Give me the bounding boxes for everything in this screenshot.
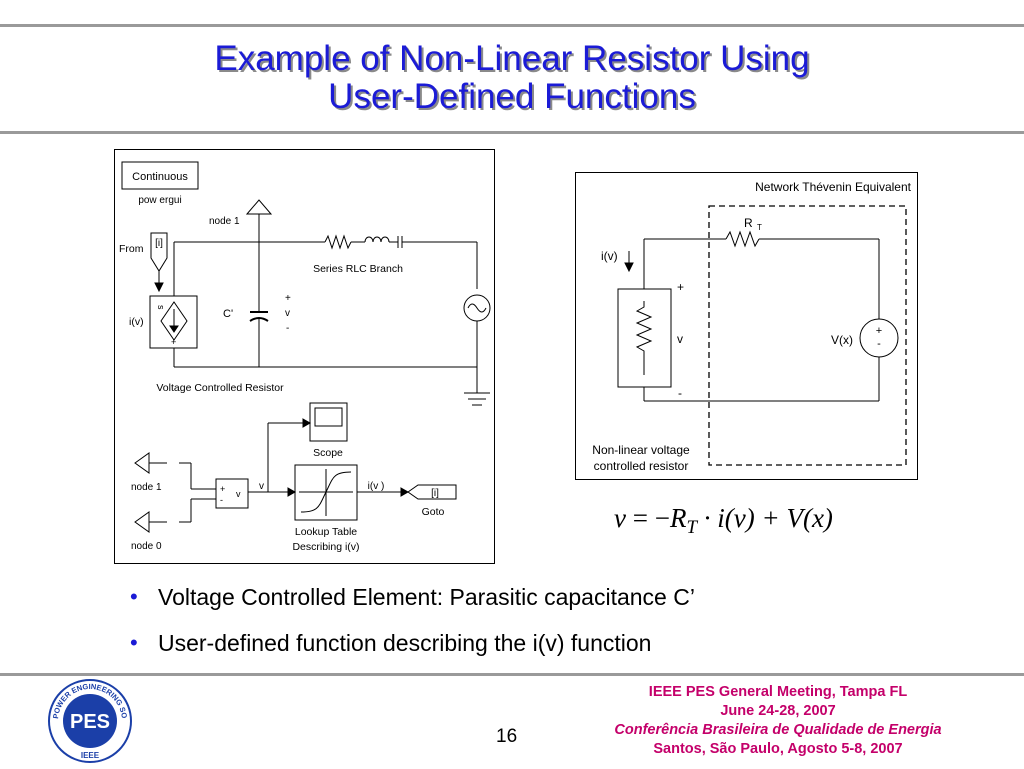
voltage-measurement-block[interactable] [215, 478, 249, 509]
src-plus: + [876, 325, 882, 337]
node0-port-bottom[interactable] [134, 511, 150, 533]
ac-source-wave [467, 303, 487, 313]
rlc-inductor-symbol [364, 236, 390, 243]
v-minus: - [678, 386, 682, 400]
lut-label-2: Describing i(v) [292, 541, 359, 553]
node1-port-top[interactable] [245, 199, 273, 215]
nl-label-1: Non-linear voltage [592, 443, 690, 457]
rt-subscript: T [757, 223, 762, 232]
title-line-2: User-Defined Functions [328, 77, 696, 116]
thevenin-title: Network Thévenin Equivalent [755, 180, 912, 194]
signal-v-label: v [259, 481, 264, 492]
signal-iv-label: i(v ) [368, 481, 385, 492]
bullet-item: • User-defined function describing the i(… [130, 628, 695, 674]
title-line-1: Example of Non-Linear Resistor Using [214, 39, 810, 78]
simulink-model-panel: Continuous pow ergui node 1 [i] From Ser… [114, 149, 495, 564]
thevenin-diagram: Network Thévenin Equivalent R T i(v) + v… [592, 180, 912, 473]
v-label: v [677, 332, 683, 346]
vx-label: V(x) [831, 333, 853, 347]
thevenin-equation: v = −RT · i(v) + V(x) [614, 503, 833, 539]
eq-rest: · i(v) + V(x) [697, 503, 833, 533]
page-number: 16 [496, 726, 518, 747]
bullet-dot: • [130, 584, 138, 609]
from-label: From [119, 243, 144, 255]
rt-resistor-symbol [725, 230, 760, 248]
scope-block[interactable] [309, 402, 348, 442]
bullet-text: Voltage Controlled Element: Parasitic ca… [158, 584, 695, 610]
from-block[interactable] [150, 232, 168, 272]
footer-line-4: Santos, São Paulo, Agosto 5-8, 2007 [653, 741, 903, 757]
pes-logo-graphic: POWER ENGINEERING SOCIETY PES IEEE [41, 671, 132, 763]
svg-text:+: + [171, 337, 176, 347]
logo-bottom-text: IEEE [81, 751, 100, 760]
lut-label-1: Lookup Table [295, 526, 357, 538]
vcr-iv-label: i(v) [129, 316, 144, 328]
top-rule [0, 24, 1024, 27]
powergui-block-text: Continuous [132, 171, 188, 183]
cap-v-label: v [285, 308, 290, 319]
thevenin-dashed-box [708, 205, 907, 466]
eq-r-sub: T [686, 517, 698, 538]
node1-top-label: node 1 [209, 216, 240, 227]
title-rule [0, 131, 1024, 134]
powergui-label: pow ergui [138, 195, 181, 206]
from-block-tag: [i] [155, 238, 163, 249]
rlc-label: Series RLC Branch [313, 263, 403, 275]
nonlinear-resistor-symbol [635, 301, 653, 375]
node1-bottom-label: node 1 [131, 482, 162, 493]
capacitor-plate-bottom [249, 317, 269, 322]
logo-center-text: PES [70, 711, 110, 733]
rt-label: R [744, 216, 753, 230]
footer-line-2: June 24-28, 2007 [720, 703, 836, 719]
footer-conference-info: IEEE PES General Meeting, Tampa FL June … [560, 683, 996, 759]
iv-label: i(v) [601, 249, 618, 263]
nl-label-2: controlled resistor [594, 459, 689, 473]
bullet-item: • Voltage Controlled Element: Parasitic c… [130, 582, 695, 628]
lookup-curve [300, 471, 352, 513]
goto-block[interactable] [407, 484, 457, 500]
eq-r: R [669, 503, 687, 533]
vcr-label: Voltage Controlled Resistor [156, 382, 284, 394]
simulink-diagram: Continuous pow ergui node 1 [i] From Ser… [119, 161, 491, 553]
thevenin-panel: Network Thévenin Equivalent R T i(v) + v… [575, 172, 918, 480]
from-arrowhead [154, 282, 164, 293]
goto-label: Goto [422, 506, 445, 518]
eq-lhs: v [614, 503, 626, 533]
scope-label: Scope [313, 447, 343, 459]
vm-v: v [236, 489, 241, 499]
footer-rule [0, 673, 1024, 676]
pes-logo: POWER ENGINEERING SOCIETY PES IEEE [41, 671, 136, 769]
eq-sign: = − [625, 503, 670, 533]
bullet-text: User-defined function describing the i(v… [158, 630, 652, 656]
goto-tag: [i] [431, 488, 439, 499]
node1-port-bottom[interactable] [134, 452, 150, 474]
vm-minus: - [220, 495, 223, 505]
vcr-diamond [160, 301, 188, 341]
node0-bottom-label: node 0 [131, 541, 162, 552]
capacitor-label: C' [223, 308, 233, 320]
footer-line-1: IEEE PES General Meeting, Tampa FL [648, 684, 908, 700]
footer-line-3: Conferência Brasileira de Qualidade de E… [614, 722, 942, 738]
rlc-resistor-symbol [324, 234, 352, 250]
current-arrow [624, 262, 634, 273]
bullet-dot: • [130, 630, 138, 655]
powergui-block[interactable] [121, 161, 199, 190]
svg-text:s: s [156, 305, 166, 310]
bullet-list: • Voltage Controlled Element: Parasitic c… [130, 582, 695, 674]
vm-plus: + [220, 484, 225, 494]
cap-v-plus: + [285, 293, 291, 304]
cap-v-minus: - [286, 323, 289, 334]
slide-title: Example of Non-Linear Resistor Using Use… [0, 40, 1024, 116]
v-plus: + [677, 280, 684, 294]
src-minus: - [877, 338, 881, 350]
